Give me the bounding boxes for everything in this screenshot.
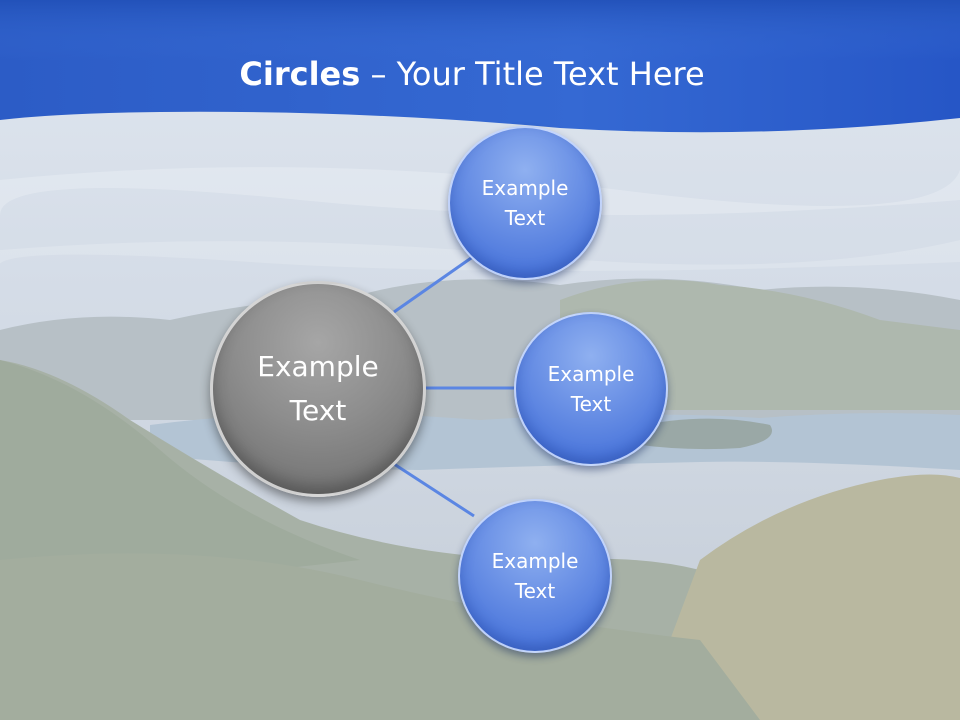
slide-title: Circles – Your Title Text Here (0, 52, 944, 96)
center-circle-label: Example Text (257, 350, 379, 427)
circle-top: Example Text (448, 126, 602, 280)
circle-middle: Example Text (514, 312, 668, 466)
circle-middle-label: Example Text (547, 362, 635, 416)
title-rest: – Your Title Text Here (360, 55, 705, 93)
title-bold: Circles (239, 55, 361, 93)
circle-bottom: Example Text (458, 499, 612, 653)
circle-bottom-label: Example Text (491, 549, 579, 603)
circle-top-label: Example Text (481, 176, 569, 230)
connector-top (393, 254, 475, 314)
center-circle: Example Text (210, 281, 426, 497)
connector-bottom (393, 462, 475, 518)
